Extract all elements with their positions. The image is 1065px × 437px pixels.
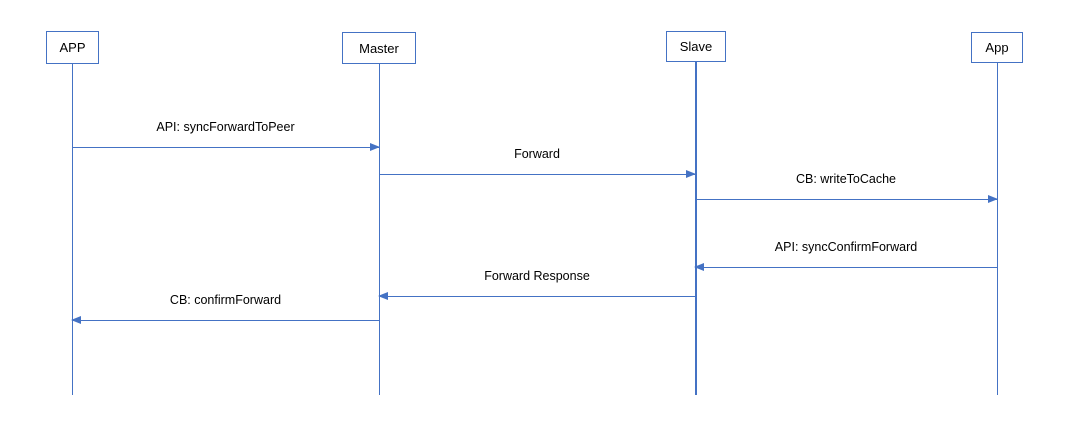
message-label-api-sync-forward-to-peer: API: syncForwardToPeer: [156, 120, 295, 134]
arrowhead-right-icon: [370, 143, 380, 152]
message-cb-write-to-cache: CB: writeToCache: [695, 169, 998, 204]
message-line: [72, 143, 380, 152]
message-label-cb-confirm-forward: CB: confirmForward: [169, 293, 282, 307]
message-forward-response: Forward Response: [378, 266, 695, 301]
actor-box-app-left: APP: [46, 31, 99, 64]
message-line: [378, 292, 695, 301]
message-label-forward-response: Forward Response: [484, 269, 590, 283]
actor-label-app-right: App: [985, 40, 1009, 55]
lifeline-master: [378, 64, 380, 395]
actor-box-app-right: App: [971, 32, 1023, 63]
actor-box-slave: Slave: [666, 31, 726, 62]
message-line: [694, 263, 997, 272]
message-api-sync-confirm-forward: API: syncConfirmForward: [694, 237, 997, 272]
actor-label-master: Master: [359, 40, 399, 56]
lifeline-slave: [695, 62, 697, 395]
lifeline-app-right: [996, 63, 998, 395]
arrowhead-right-icon: [686, 170, 696, 179]
message-line: [695, 195, 998, 204]
actor-label-app-left: APP: [59, 40, 86, 55]
arrowhead-right-icon: [988, 195, 998, 204]
message-label-cb-write-to-cache: CB: writeToCache: [795, 172, 897, 186]
lifeline-app-left: [71, 64, 73, 395]
actor-box-master: Master: [342, 32, 416, 64]
arrowhead-left-icon: [694, 263, 704, 272]
actor-label-slave: Slave: [679, 39, 713, 54]
message-api-sync-forward-to-peer: API: syncForwardToPeer: [72, 117, 380, 152]
message-line: [71, 316, 379, 325]
arrowhead-left-icon: [378, 292, 388, 301]
message-label-api-sync-confirm-forward: API: syncConfirmForward: [774, 240, 918, 254]
message-line: [379, 170, 696, 179]
message-forward: Forward: [379, 144, 696, 179]
message-cb-confirm-forward: CB: confirmForward: [71, 290, 379, 325]
arrowhead-left-icon: [71, 316, 81, 325]
message-label-forward: Forward: [514, 147, 560, 161]
